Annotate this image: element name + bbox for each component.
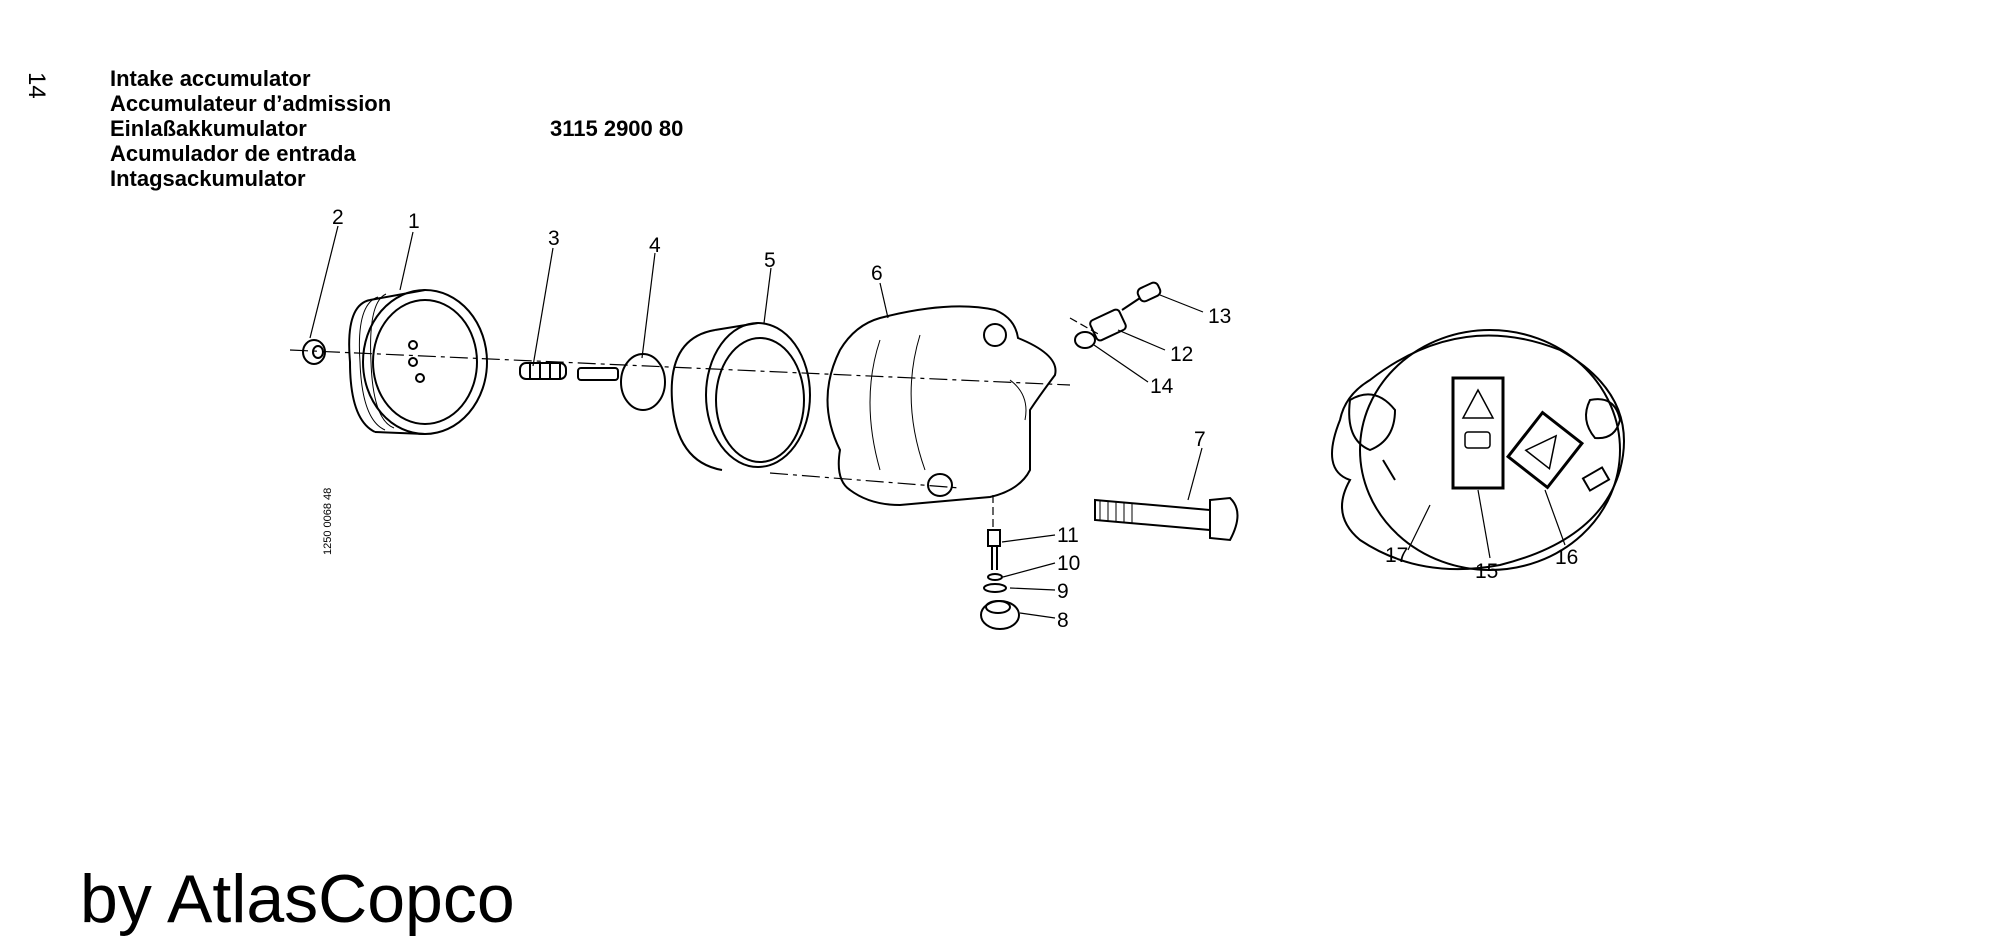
part-5-diaphragm bbox=[670, 322, 811, 471]
part-2-nut bbox=[302, 339, 326, 365]
part-13-fitting bbox=[1121, 281, 1162, 311]
warning-triangle-icon bbox=[1461, 388, 1495, 419]
callout-8: 8 bbox=[1057, 609, 1069, 632]
title-swedish: Intagsackumulator bbox=[110, 166, 306, 191]
part-1-cover bbox=[348, 289, 488, 435]
lower-axis bbox=[769, 472, 961, 489]
assembled-view bbox=[1331, 329, 1625, 571]
callout-17: 17 bbox=[1385, 544, 1408, 567]
bolt-axis bbox=[1069, 317, 1101, 336]
footer-brand: by AtlasCopco bbox=[80, 861, 515, 937]
title-german: Einlaßakkumulator bbox=[110, 116, 307, 141]
part-14-seal-ring bbox=[1074, 331, 1096, 349]
label-symbol-icon bbox=[1464, 431, 1491, 449]
part-3-spring bbox=[519, 362, 567, 380]
callout-12: 12 bbox=[1170, 343, 1193, 366]
callout-1: 1 bbox=[408, 210, 420, 233]
callout-13: 13 bbox=[1208, 305, 1231, 328]
part-8-nut bbox=[980, 600, 1020, 630]
callout-10: 10 bbox=[1057, 552, 1080, 575]
part-10-washer bbox=[987, 573, 1003, 581]
callout-6: 6 bbox=[871, 262, 883, 285]
part-7-bolt bbox=[1094, 496, 1239, 542]
title-french: Accumulateur d’admission bbox=[110, 91, 392, 116]
center-axis bbox=[289, 349, 1071, 386]
callout-2: 2 bbox=[332, 206, 344, 229]
part-6-housing bbox=[826, 305, 1057, 507]
callout-11: 11 bbox=[1057, 524, 1079, 547]
callout-7: 7 bbox=[1194, 428, 1206, 451]
part-16-sensor bbox=[1505, 410, 1585, 490]
part-11-pin bbox=[987, 529, 1001, 570]
callout-3: 3 bbox=[548, 227, 560, 250]
title-english: Intake accumulator bbox=[110, 66, 311, 91]
leader-lines bbox=[309, 225, 1566, 619]
callout-14: 14 bbox=[1150, 375, 1174, 398]
title-block: Intake accumulator Accumulateur d’admiss… bbox=[110, 66, 391, 191]
warning-label-frame bbox=[1451, 376, 1505, 490]
part-number: 3115 2900 80 bbox=[550, 116, 684, 141]
callout-4: 4 bbox=[649, 234, 661, 257]
callout-16: 16 bbox=[1555, 546, 1578, 569]
part-4-valve bbox=[577, 353, 666, 411]
callout-9: 9 bbox=[1057, 580, 1069, 603]
part-12-connector bbox=[1089, 308, 1127, 342]
callout-15: 15 bbox=[1475, 560, 1498, 583]
title-spanish: Acumulador de entrada bbox=[110, 141, 356, 166]
callout-5: 5 bbox=[764, 249, 776, 272]
part-9-washer bbox=[983, 583, 1007, 593]
